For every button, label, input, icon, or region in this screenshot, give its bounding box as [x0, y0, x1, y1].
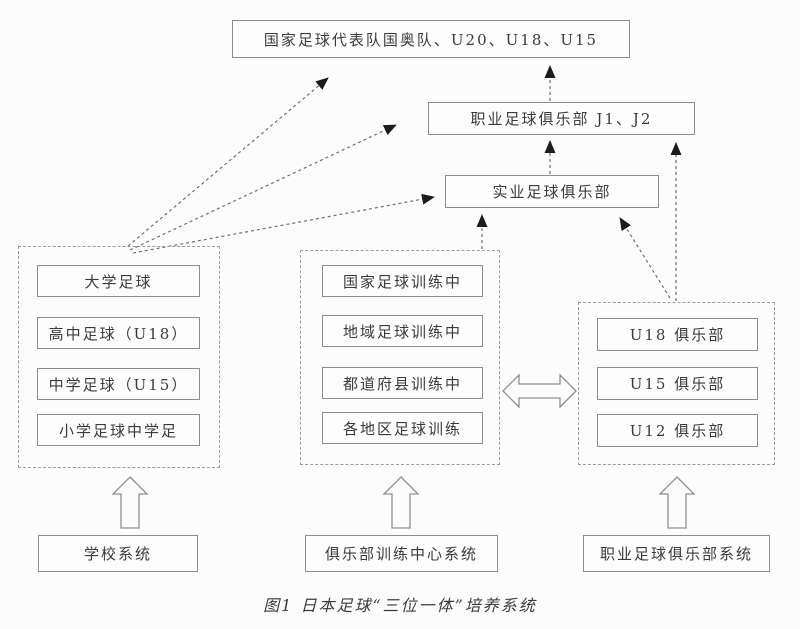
club-item-u18: U18 俱乐部 — [597, 318, 758, 351]
club-item-u12: U12 俱乐部 — [597, 414, 758, 447]
training-item-prefecture: 都道府县训练中 — [322, 367, 483, 399]
figure-caption: 图1 日本足球“三位一体”培养系统 — [263, 596, 537, 615]
school-system-box: 学校系统 — [38, 535, 198, 572]
industry-clubs-box: 实业足球俱乐部 — [445, 175, 659, 208]
arrow-school-to-industry — [132, 193, 435, 254]
school-item-middleschool: 中学足球（U15） — [37, 368, 200, 400]
training-column-container — [300, 250, 500, 465]
up-arrow-school-system — [111, 476, 149, 529]
pro-clubs-box: 职业足球俱乐部 J1、J2 — [428, 102, 695, 135]
school-column-container — [18, 246, 220, 468]
arrow-clubs-to-industry — [619, 217, 671, 299]
training-system-box: 俱乐部训练中心系统 — [305, 535, 498, 572]
club-column-container — [578, 302, 775, 465]
training-item-district: 各地区足球训练 — [322, 412, 483, 444]
training-item-regional: 地域足球训练中 — [322, 315, 483, 347]
arrow-school-to-national — [127, 77, 329, 247]
national-team-box: 国家足球代表队国奥队、U20、U18、U15 — [232, 20, 630, 58]
up-arrow-club-system — [658, 476, 696, 529]
training-item-national: 国家足球训练中 — [322, 265, 483, 297]
school-item-highschool: 高中足球（U18） — [37, 317, 200, 349]
up-arrow-training-system — [382, 476, 420, 529]
club-item-u15: U15 俱乐部 — [597, 367, 758, 400]
school-item-elementary: 小学足球中学足 — [37, 414, 200, 446]
school-item-university: 大学足球 — [37, 265, 200, 297]
arrow-school-to-proclubs — [129, 124, 397, 251]
double-arrow-training-clubs — [502, 373, 577, 409]
club-system-box: 职业足球俱乐部系统 — [583, 535, 770, 572]
